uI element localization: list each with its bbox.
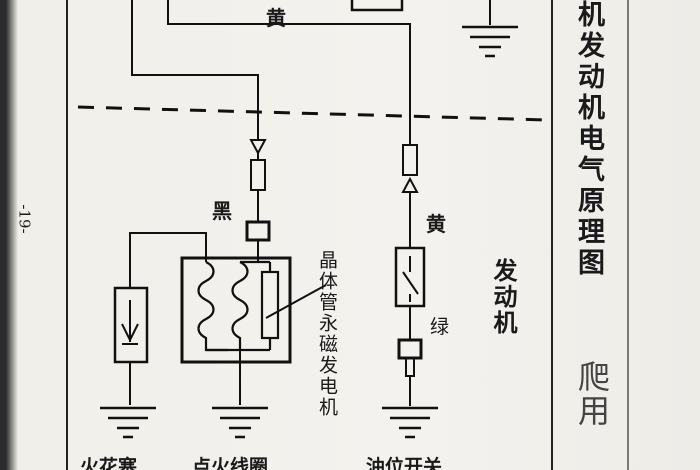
oil-switch-ground-symbol (382, 406, 438, 439)
magneto-label: 晶体管永磁发电机 (316, 250, 338, 418)
engine-boundary-dashed-line (77, 105, 549, 122)
black-wire-connector (245, 220, 271, 242)
black-wire-label: 黑 (212, 199, 232, 223)
spark-plug-ground-symbol (100, 406, 156, 439)
page-number: -19- (15, 204, 34, 234)
top-component-box (350, 0, 404, 12)
engine-label: 发动机 (489, 258, 517, 336)
oil-switch-connector (397, 338, 423, 360)
yellow-wire-fuse (402, 144, 418, 176)
oil-switch-label: 油位开关 (366, 456, 443, 470)
yellow-wire (167, 0, 411, 145)
top-yellow-wire-label: 黄 (266, 6, 286, 30)
coil-windings (197, 260, 280, 352)
yellow-wire-arrow (401, 176, 419, 193)
spark-plug-label: 火花塞 (80, 456, 138, 470)
yellow-wire-label: 黄 (426, 212, 446, 236)
oil-switch-contact (402, 271, 419, 295)
ignition-coil-label: 点火线圈 (192, 456, 269, 470)
black-wire-fuse (250, 159, 266, 191)
side-title: 机发动机电气原理图 (573, 0, 604, 279)
spark-plug-electrode (121, 323, 139, 343)
top-ground-symbol (462, 25, 518, 58)
side-title-handwritten: 爬用 (573, 360, 611, 428)
ignition-coil-ground-symbol (212, 406, 268, 439)
black-wire-arrow (249, 139, 267, 156)
magneto-label-pointer (265, 284, 327, 319)
black-wire (131, 0, 259, 140)
green-wire-label: 绿 (430, 316, 450, 338)
magneto-box (180, 256, 292, 364)
spark-plug-wire (129, 232, 207, 288)
